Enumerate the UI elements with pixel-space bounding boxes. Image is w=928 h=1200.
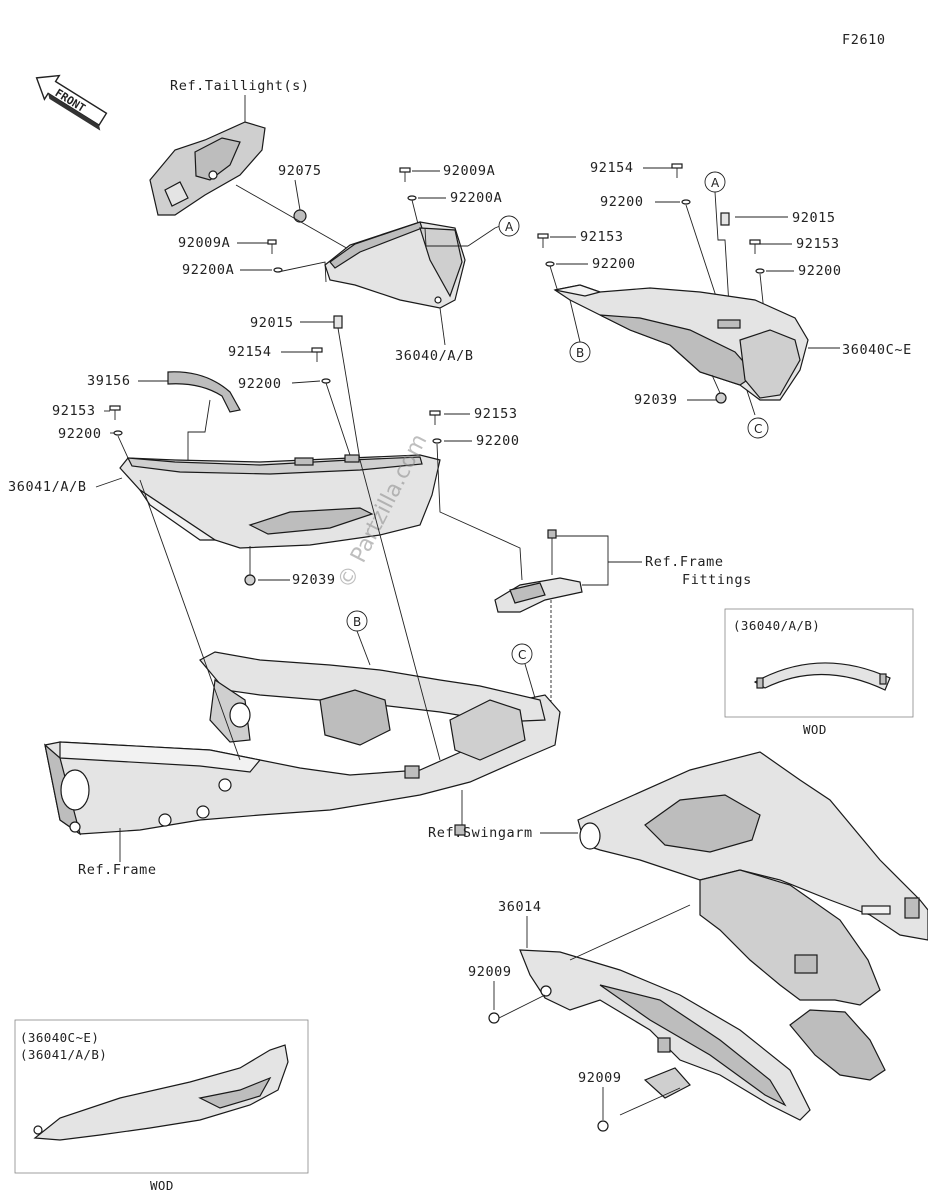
seat-cover-36040CE bbox=[553, 284, 809, 401]
svg-text:C: C bbox=[754, 422, 762, 436]
washer-92200-left-b bbox=[113, 430, 123, 436]
label-92154-right: 92154 bbox=[590, 160, 634, 176]
washer-92200-right-a bbox=[681, 199, 691, 205]
label-92200-left-b: 92200 bbox=[58, 426, 102, 442]
label-92015-right: 92015 bbox=[792, 210, 836, 226]
screw-92154-left bbox=[311, 347, 323, 362]
washer-92200-right-c bbox=[755, 268, 765, 274]
inset-top-title: (36040/A/B) bbox=[733, 618, 820, 633]
label-36014: 36014 bbox=[498, 899, 542, 915]
inset-bottom-line1: (36040C~E) bbox=[20, 1030, 99, 1045]
label-39156: 39156 bbox=[87, 373, 131, 389]
frame-fittings-bracket bbox=[494, 529, 583, 613]
washer-92200A-top bbox=[407, 195, 417, 201]
svg-text:B: B bbox=[353, 615, 361, 629]
label-92039-mid: 92039 bbox=[292, 572, 336, 588]
label-92200-right-a: 92200 bbox=[600, 194, 644, 210]
label-ref-frame-fittings-1: Ref.Frame bbox=[645, 554, 724, 570]
label-92039-right: 92039 bbox=[634, 392, 678, 408]
screw-92154-right bbox=[671, 163, 683, 178]
inset-bottom-part bbox=[33, 1044, 289, 1141]
label-92153-right-a: 92153 bbox=[580, 229, 624, 245]
label-92009-a: 92009 bbox=[468, 964, 512, 980]
label-92153-right-b: 92153 bbox=[796, 236, 840, 252]
figure-code: F2610 bbox=[842, 32, 886, 48]
collar-92015-mid bbox=[333, 315, 343, 329]
callout-a-right: A bbox=[704, 171, 726, 193]
label-92200-mid: 92200 bbox=[476, 433, 520, 449]
side-cover-36041 bbox=[119, 454, 441, 549]
grommet-92039-mid bbox=[244, 574, 256, 586]
callout-a-left: A bbox=[498, 215, 520, 237]
washer-92200-left-a bbox=[321, 378, 331, 384]
label-36040CE: 36040C~E bbox=[842, 342, 912, 358]
front-arrow-icon: FRONT bbox=[35, 74, 108, 131]
label-92009A-left: 92009A bbox=[178, 235, 230, 251]
label-92200-right-b: 92200 bbox=[592, 256, 636, 272]
collar-92015-right bbox=[720, 212, 730, 226]
callout-c-frame: C bbox=[511, 643, 533, 665]
swingarm-part bbox=[577, 751, 928, 1081]
grommet-92039-right bbox=[715, 392, 727, 404]
rubber-strip-39156 bbox=[167, 371, 241, 413]
label-92200-left-a: 92200 bbox=[238, 376, 282, 392]
svg-text:A: A bbox=[505, 220, 514, 234]
svg-text:C: C bbox=[518, 648, 526, 662]
screw-92009A-left bbox=[267, 239, 277, 254]
label-92015-mid: 92015 bbox=[250, 315, 294, 331]
label-92153-mid: 92153 bbox=[474, 406, 518, 422]
washer-92200-mid bbox=[432, 438, 442, 444]
frame-part bbox=[44, 651, 561, 836]
screw-92153-left bbox=[109, 405, 121, 420]
taillight-part bbox=[149, 121, 266, 216]
callout-b-right: B bbox=[569, 341, 591, 363]
label-ref-frame-fittings-2: Fittings bbox=[682, 572, 752, 588]
callout-c-right: C bbox=[747, 417, 769, 439]
label-36041AB: 36041/A/B bbox=[8, 479, 87, 495]
washer-92200-right-b bbox=[545, 261, 555, 267]
chain-guard-36014 bbox=[519, 949, 811, 1121]
label-92009A-top: 92009A bbox=[443, 163, 495, 179]
screw-92009-b bbox=[597, 1120, 609, 1132]
screw-92009A-top bbox=[399, 167, 411, 182]
seat-cowl-36040 bbox=[324, 221, 468, 309]
inset-bottom-line2: (36041/A/B) bbox=[20, 1047, 107, 1062]
svg-text:A: A bbox=[711, 176, 720, 190]
screw-92153-mid bbox=[429, 410, 441, 425]
svg-text:B: B bbox=[576, 346, 584, 360]
inset-top-caption: WOD bbox=[803, 722, 827, 737]
label-92200A-top: 92200A bbox=[450, 190, 502, 206]
label-92153-left: 92153 bbox=[52, 403, 96, 419]
inset-bottom-caption: WOD bbox=[150, 1178, 174, 1193]
label-92200-right-c: 92200 bbox=[798, 263, 842, 279]
ref-taillight-label: Ref.Taillight(s) bbox=[170, 78, 310, 94]
label-92009-b: 92009 bbox=[578, 1070, 622, 1086]
callout-b-frame: B bbox=[346, 610, 368, 632]
label-92200A-left: 92200A bbox=[182, 262, 234, 278]
label-36040AB: 36040/A/B bbox=[395, 348, 474, 364]
screw-92153-right-a bbox=[537, 233, 549, 248]
screw-92153-right-b bbox=[749, 239, 761, 254]
label-92154-left: 92154 bbox=[228, 344, 272, 360]
label-ref-frame: Ref.Frame bbox=[78, 862, 157, 878]
grommet-92075 bbox=[293, 209, 307, 223]
label-ref-swingarm: Ref.Swingarm bbox=[428, 825, 533, 841]
label-92075: 92075 bbox=[278, 163, 322, 179]
screw-92009-a bbox=[488, 994, 546, 1024]
inset-top-part bbox=[753, 662, 891, 691]
